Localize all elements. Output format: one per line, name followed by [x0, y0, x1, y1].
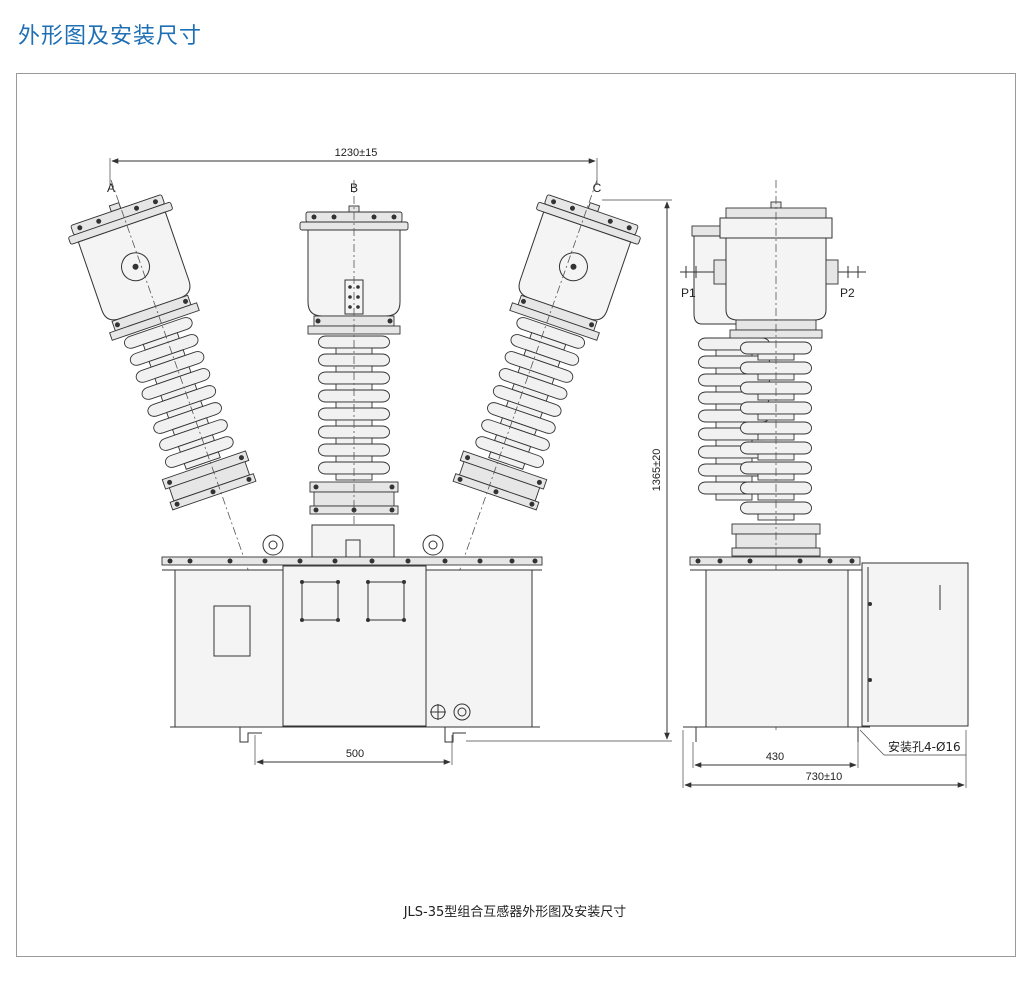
side-view: P1 P2 430 730±10: [680, 180, 969, 788]
dim-height: 1365±20: [466, 199, 672, 742]
phase-label-a: A: [107, 181, 115, 195]
dim-side-overall-label: 730±10: [806, 771, 843, 783]
dim-side-base: 430: [692, 742, 859, 768]
dim-top-span-label: 1230±15: [335, 147, 378, 159]
dim-side-overall: 730±10: [682, 730, 967, 788]
column-c: [444, 187, 646, 513]
page-title: 外形图及安装尺寸: [18, 24, 203, 49]
dim-top-span: 1230±15: [109, 147, 598, 185]
drawing-frame: [16, 73, 1016, 957]
dim-side-base-label: 430: [766, 751, 784, 763]
mount-hole-callout: 安装孔4-Ø16: [859, 729, 966, 756]
dim-height-label: 1365±20: [651, 449, 663, 492]
terminal-label-p2: P2: [840, 286, 855, 300]
dim-base-span: 500: [254, 735, 453, 765]
terminal-label-p1: P1: [681, 286, 696, 300]
front-view: 1230±15 A B C: [63, 147, 672, 765]
dim-base-span-label: 500: [346, 748, 364, 760]
mount-hole-label: 安装孔4-Ø16: [888, 739, 961, 754]
column-a: [63, 187, 265, 513]
drawing-caption: JLS-35型组合互感器外形图及安装尺寸: [403, 904, 627, 920]
phase-label-c: C: [593, 181, 602, 195]
